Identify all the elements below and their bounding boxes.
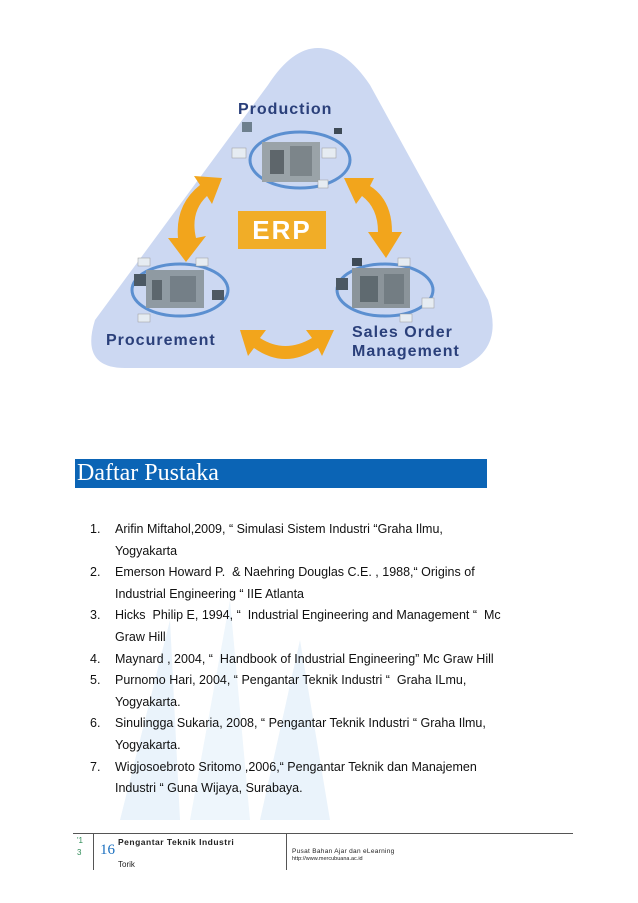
reference-number: 5. (90, 673, 101, 688)
reference-number: 1. (90, 522, 101, 536)
erp-center-badge: ERP (238, 211, 326, 249)
reference-text-line: Industrial Engineering “ IIE Atlanta (115, 586, 305, 601)
footer-vertical-divider (93, 834, 94, 870)
footer-tiny-mark-top: '1 (77, 836, 83, 845)
reference-text-line: Maynard , 2004, “ Handbook of Industrial… (115, 651, 494, 666)
reference-item: 3. Hicks Philip E, 1994, “ Industrial Eng… (90, 605, 501, 648)
sales-image-cluster (335, 257, 435, 323)
arrow-right-cycle (344, 178, 402, 258)
triangle-background (91, 48, 493, 368)
page-number: 16 (100, 842, 115, 858)
footer-tiny-mark-bottom: 3 (77, 848, 82, 857)
reference-text-line: Yogyakarta. (115, 737, 181, 752)
footer-divider (73, 833, 573, 834)
reference-text-line: Industri “ Guna Wijaya, Surabaya. (115, 781, 303, 796)
arrow-left-cycle (168, 176, 222, 262)
reference-text-line: Hicks Philip E, 1994, “ Industrial Engin… (115, 608, 501, 623)
reference-text-line: Yogyakarta (115, 543, 178, 558)
reference-number: 2. (90, 565, 101, 580)
reference-item: 6. Sinulingga Sukaria, 2008, “ Pengantar … (90, 713, 500, 756)
reference-text-line: Graw Hill (115, 629, 166, 644)
reference-number: 7. (90, 759, 101, 774)
reference-item: 1. Arifin Miftahol,2009, “ Simulasi Siste… (90, 519, 500, 562)
reference-text-line: Purnomo Hari, 2004, “ Pengantar Teknik I… (115, 673, 467, 688)
reference-number: 3. (90, 608, 101, 623)
footer-center-title: Pusat Bahan Ajar dan eLearning (292, 848, 395, 855)
reference-text-line: Sinulingga Sukaria, 2008, “ Pengantar Te… (115, 716, 486, 731)
reference-item: 5. Purnomo Hari, 2004, “ Pengantar Teknik… (90, 670, 500, 713)
reference-text-line: Yogyakarta. (115, 694, 181, 709)
sales-order-management-label: Sales Order Management (352, 323, 460, 361)
footer-author: Torik (118, 860, 135, 869)
footer-course-title: Pengantar Teknik Industri (118, 837, 235, 847)
reference-text-line: Arifin Miftahol,2009, “ Simulasi Sistem … (115, 522, 443, 536)
reference-list: 1. Arifin Miftahol,2009, “ Simulasi Siste… (90, 519, 501, 800)
footer-vertical-divider (286, 834, 287, 870)
reference-text-line: Wigjosoebroto Sritomo ,2006,“ Pengantar … (115, 759, 477, 774)
production-image-cluster (231, 122, 352, 190)
section-title: Daftar Pustaka (77, 460, 219, 486)
arrow-bottom-cycle (240, 330, 334, 359)
reference-item: 4. Maynard , 2004, “ Handbook of Industri… (90, 649, 500, 671)
reference-item: 2. Emerson Howard P. & Naehring Douglas C… (90, 562, 500, 605)
sales-label-line1: Sales Order (352, 324, 453, 341)
procurement-image-cluster (130, 257, 230, 323)
watermark-logo (120, 600, 330, 820)
reference-text-line: Emerson Howard P. & Naehring Douglas C.E… (115, 565, 475, 580)
reference-number: 6. (90, 716, 101, 731)
sales-label-line2: Management (352, 343, 460, 360)
production-label: Production (238, 101, 333, 118)
erp-cycle-diagram (91, 48, 493, 368)
procurement-label: Procurement (106, 332, 216, 349)
section-header-bar: Daftar Pustaka (75, 459, 487, 488)
reference-item: 7. Wigjosoebroto Sritomo ,2006,“ Penganta… (90, 757, 500, 800)
footer-url-link[interactable]: http://www.mercubuana.ac.id (292, 856, 363, 862)
reference-number: 4. (90, 651, 101, 666)
